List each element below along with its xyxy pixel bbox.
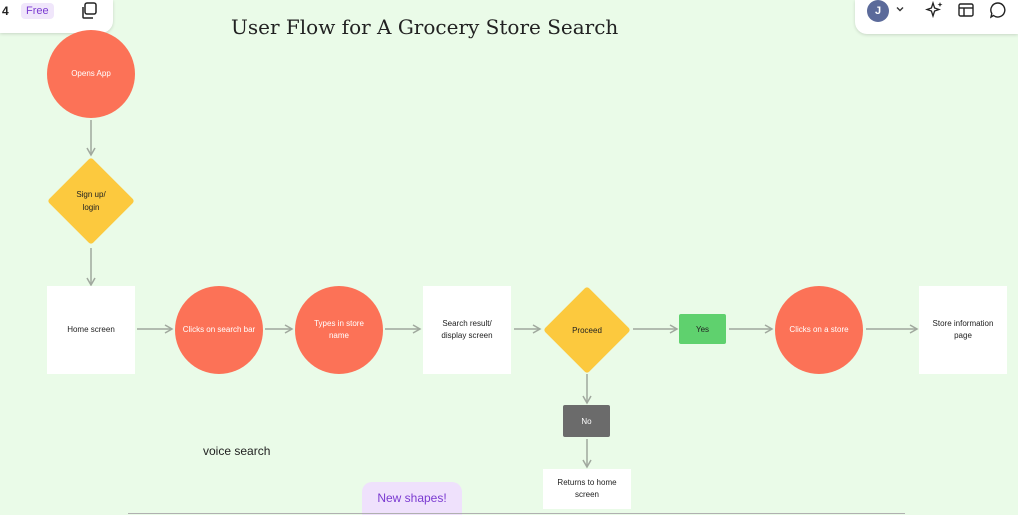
node-label: Proceed [572, 325, 602, 335]
node-no[interactable]: No [563, 405, 610, 437]
chevron-down-icon[interactable] [895, 4, 905, 14]
node-label: Clicks on a store [789, 325, 849, 334]
top-left-toolbar: 4 Free [0, 0, 113, 33]
node-yes[interactable]: Yes [679, 314, 726, 344]
node-clicks-search[interactable]: Clicks on search bar [175, 286, 263, 374]
node-store-info[interactable]: Store information page [919, 286, 1007, 374]
node-label: Opens App [71, 69, 111, 78]
layout-icon[interactable] [957, 1, 975, 19]
node-types-store[interactable]: Types in store name [295, 286, 383, 374]
node-clicks-store[interactable]: Clicks on a store [775, 286, 863, 374]
node-label: Returns to home screen [557, 478, 617, 499]
node-label: Home screen [67, 325, 115, 334]
node-label: Store information page [932, 319, 994, 340]
node-label: Clicks on search bar [182, 325, 256, 334]
node-opens-app[interactable]: Opens App [47, 30, 135, 118]
node-label: Sign up/ login [76, 190, 106, 212]
node-returns-home[interactable]: Returns to home screen [543, 469, 631, 509]
node-proceed-decision[interactable]: Proceed [543, 286, 631, 374]
new-shapes-button[interactable]: New shapes! [362, 482, 462, 515]
plan-badge[interactable]: Free [21, 3, 54, 19]
node-search-result[interactable]: Search result/ display screen [423, 286, 511, 374]
pages-icon[interactable] [80, 2, 98, 20]
ai-sparkle-icon[interactable] [925, 0, 945, 20]
node-label: No [581, 416, 592, 426]
comment-icon[interactable] [989, 1, 1007, 19]
node-home-screen[interactable]: Home screen [47, 286, 135, 374]
diagram-title: User Flow for A Grocery Store Search [231, 15, 619, 39]
page-number: 4 [2, 4, 9, 18]
user-avatar[interactable]: J [867, 0, 889, 22]
node-label: Search result/ display screen [441, 319, 493, 340]
node-label: Types in store name [314, 319, 364, 340]
node-label: Yes [695, 324, 710, 334]
bottom-toolbar-edge [128, 513, 905, 514]
top-right-toolbar: J [855, 0, 1018, 34]
voice-search-note[interactable]: voice search [203, 444, 271, 458]
node-signup-decision[interactable]: Sign up/ login [47, 157, 135, 245]
